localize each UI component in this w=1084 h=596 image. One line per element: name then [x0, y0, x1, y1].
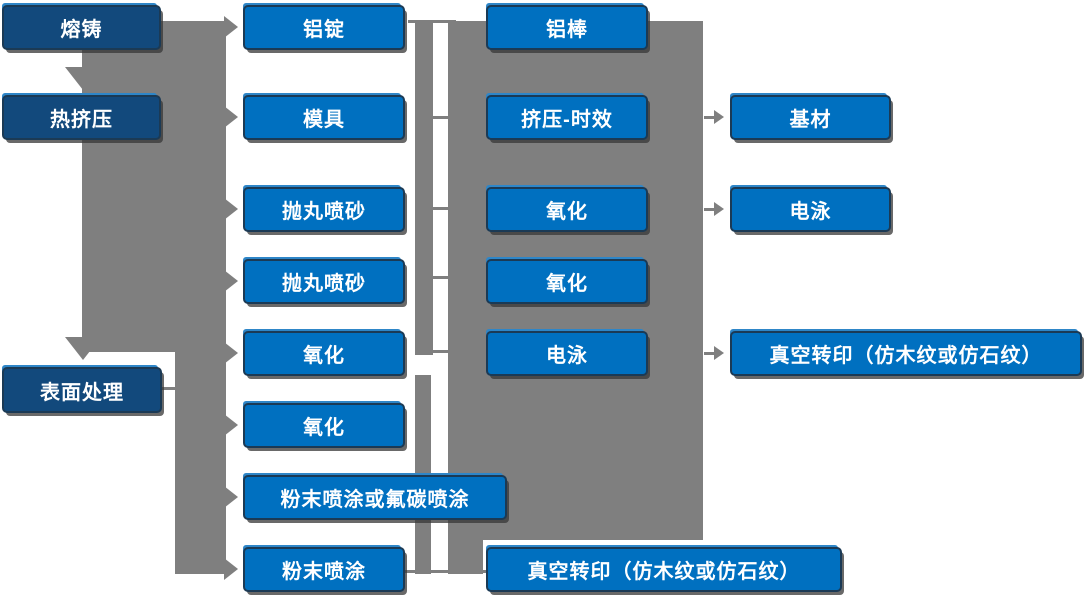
connector-powder-to-vacuum — [405, 570, 489, 573]
connector-shotblast2-row — [431, 276, 451, 279]
node-aluminum-rod: 铝棒 — [486, 5, 648, 50]
node-powder-or-fluorocarbon-coating: 粉末喷涂或氟碳喷涂 — [243, 475, 507, 520]
arrow-down-to-surface-treatment-icon — [65, 337, 101, 360]
node-electrophoresis-2: 电泳 — [730, 187, 891, 232]
connector-to-electrophoresis — [704, 208, 714, 211]
connector-ingot-to-rod — [408, 20, 456, 23]
node-extrusion-aging: 挤压-时效 — [486, 95, 648, 140]
flow-bar-mid-lower — [415, 375, 431, 574]
connector-oxidation-row — [431, 350, 451, 353]
arrowhead-to-oxidation-2-icon — [224, 414, 238, 436]
connector-shotblast1-row — [431, 207, 451, 210]
arrowhead-to-powder-coating-icon — [224, 558, 238, 580]
node-melting-casting: 熔铸 — [2, 5, 161, 50]
arrowhead-to-shot-blast-2-icon — [224, 270, 238, 292]
connector-mold-row — [431, 116, 451, 119]
node-mold: 模具 — [243, 95, 405, 140]
node-hot-extrusion: 热挤压 — [2, 95, 161, 140]
arrowhead-to-base-material-icon — [714, 110, 724, 124]
connector-to-vacuum-transfer — [704, 352, 714, 355]
arrowhead-to-shot-blast-1-icon — [224, 198, 238, 220]
node-surface-treatment: 表面处理 — [2, 367, 162, 413]
arrowhead-to-oxidation-1-icon — [224, 342, 238, 364]
node-aluminum-ingot: 铝锭 — [243, 5, 405, 50]
node-electrophoresis-1: 电泳 — [486, 331, 648, 376]
node-oxidation-4: 氧化 — [486, 259, 648, 304]
node-vacuum-transfer-2: 真空转印（仿木纹或仿石纹） — [730, 331, 1082, 376]
node-powder-coating: 粉末喷涂 — [243, 547, 405, 592]
arrowhead-to-powder-fluorocarbon-icon — [224, 486, 238, 508]
arrowhead-to-electrophoresis-icon — [714, 202, 724, 216]
connector-surface-treatment — [162, 387, 177, 390]
flow-bar-left-lower — [175, 352, 226, 574]
arrow-down-to-hot-extrusion-icon — [65, 67, 101, 90]
arrowhead-to-mold-icon — [224, 106, 238, 128]
arrowhead-to-aluminum-ingot-icon — [224, 16, 238, 38]
node-oxidation-1: 氧化 — [243, 331, 405, 376]
flow-block-left — [82, 21, 226, 352]
flow-block-mid-foot — [448, 540, 483, 574]
arrowhead-to-vacuum-transfer-icon — [714, 346, 724, 360]
flow-bar-mid-upper — [415, 20, 433, 355]
node-oxidation-2: 氧化 — [243, 403, 405, 448]
node-base-material: 基材 — [730, 95, 891, 140]
connector-to-base-material — [704, 116, 714, 119]
node-shot-blast-1: 抛丸喷砂 — [243, 187, 405, 232]
node-vacuum-transfer-1: 真空转印（仿木纹或仿石纹） — [486, 547, 842, 592]
node-shot-blast-2: 抛丸喷砂 — [243, 259, 405, 304]
node-oxidation-3: 氧化 — [486, 187, 648, 232]
